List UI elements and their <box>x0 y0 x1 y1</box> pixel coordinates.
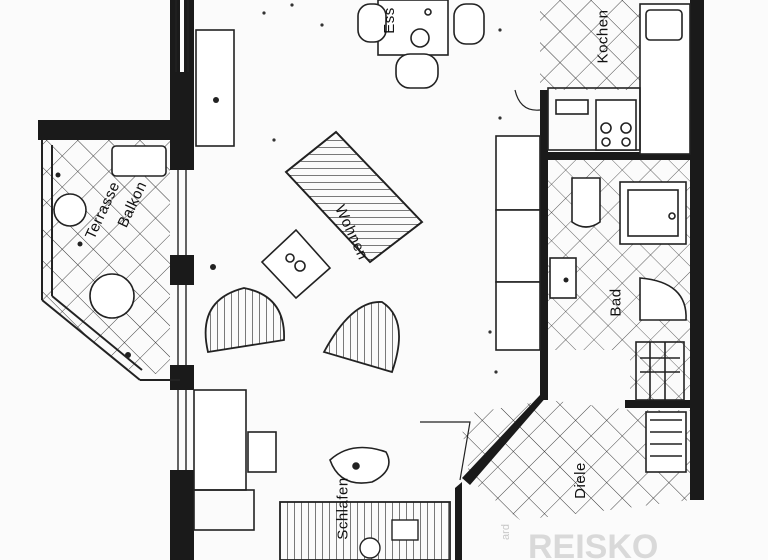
desk <box>193 389 277 531</box>
kitchen-floor <box>540 0 640 90</box>
left-windows <box>175 0 189 470</box>
room-label-ess: Ess <box>380 7 398 34</box>
stray-dots <box>262 3 502 374</box>
room-label-kochen: Kochen <box>594 9 612 64</box>
watermark-sub: ard <box>499 524 512 540</box>
terrace-furniture <box>53 29 235 319</box>
watermark-logo: REISKO <box>528 528 659 560</box>
dining-table <box>357 0 485 89</box>
coffee-table <box>260 228 332 300</box>
door-swings <box>420 89 541 481</box>
room-divider-cabinet <box>495 135 541 351</box>
walls <box>38 0 704 560</box>
sofa <box>284 130 424 264</box>
room-label-diele: Diele <box>571 462 589 499</box>
room-label-bad: Bad <box>607 288 625 317</box>
armchair-left <box>204 287 285 354</box>
room-label-schlafen: Schlafen <box>334 477 352 540</box>
armchair-right <box>322 301 400 374</box>
bedroom-rug <box>329 446 390 484</box>
bath-fixtures <box>549 177 687 401</box>
kitchen-counter <box>547 3 691 155</box>
plants <box>55 97 569 358</box>
bed <box>279 501 451 560</box>
hall-wardrobe <box>645 411 687 473</box>
